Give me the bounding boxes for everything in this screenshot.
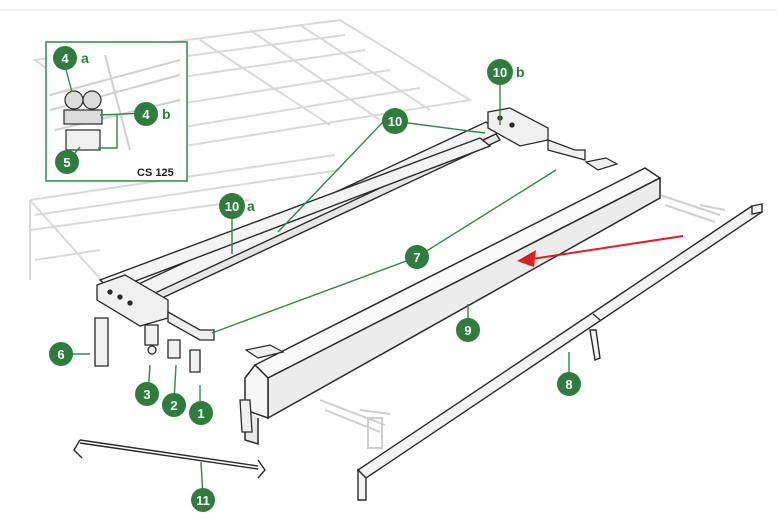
callout-7: 7: [405, 245, 429, 269]
red-indicator-arrow: [517, 235, 684, 267]
callout-10a-suffix: a: [247, 198, 255, 214]
callout-4b-suffix: b: [162, 106, 171, 122]
callout-5-number: 5: [63, 155, 70, 170]
callout-3-number: 3: [143, 387, 150, 402]
front-end-bracket: [96, 274, 215, 341]
callout-4a: 4 a: [53, 46, 89, 70]
callout-7-number: 7: [413, 250, 420, 265]
callout-3: 3: [135, 382, 159, 406]
callout-10b-suffix: b: [516, 64, 525, 80]
support-rod: [73, 439, 266, 479]
rear-end-bracket: [487, 107, 586, 161]
callout-6-number: 6: [57, 347, 64, 362]
callout-10b: 10 b: [487, 59, 525, 85]
callout-10b-number: 10: [493, 65, 507, 80]
background-outrigger-arms: [319, 194, 726, 449]
callout-2-number: 2: [170, 398, 177, 413]
callout-9: 9: [456, 318, 480, 342]
callout-9-number: 9: [464, 323, 471, 338]
inset-model-label: CS 125: [137, 167, 174, 179]
callout-4a-number: 4: [61, 51, 69, 66]
callout-6: 6: [49, 342, 73, 366]
telescopic-bar: [356, 203, 764, 501]
callout-10: 10: [382, 108, 408, 134]
callout-8-number: 8: [565, 377, 572, 392]
small-hardware: [94, 317, 253, 433]
callout-8: 8: [557, 372, 581, 396]
callout-10a: 10 a: [219, 193, 255, 219]
callout-10a-number: 10: [225, 199, 239, 214]
callout-2: 2: [162, 393, 186, 417]
callout-11-number: 11: [196, 493, 210, 508]
callout-11: 11: [191, 488, 215, 512]
callout-10-number: 10: [388, 114, 402, 129]
callout-4a-suffix: a: [81, 50, 89, 66]
callout-1: 1: [189, 401, 213, 425]
beam-bracket: [244, 157, 619, 359]
callout-4b: 4 b: [134, 102, 171, 126]
callout-5: 5: [55, 150, 79, 174]
callout-4b-number: 4: [142, 107, 150, 122]
callout-1-number: 1: [197, 406, 204, 421]
